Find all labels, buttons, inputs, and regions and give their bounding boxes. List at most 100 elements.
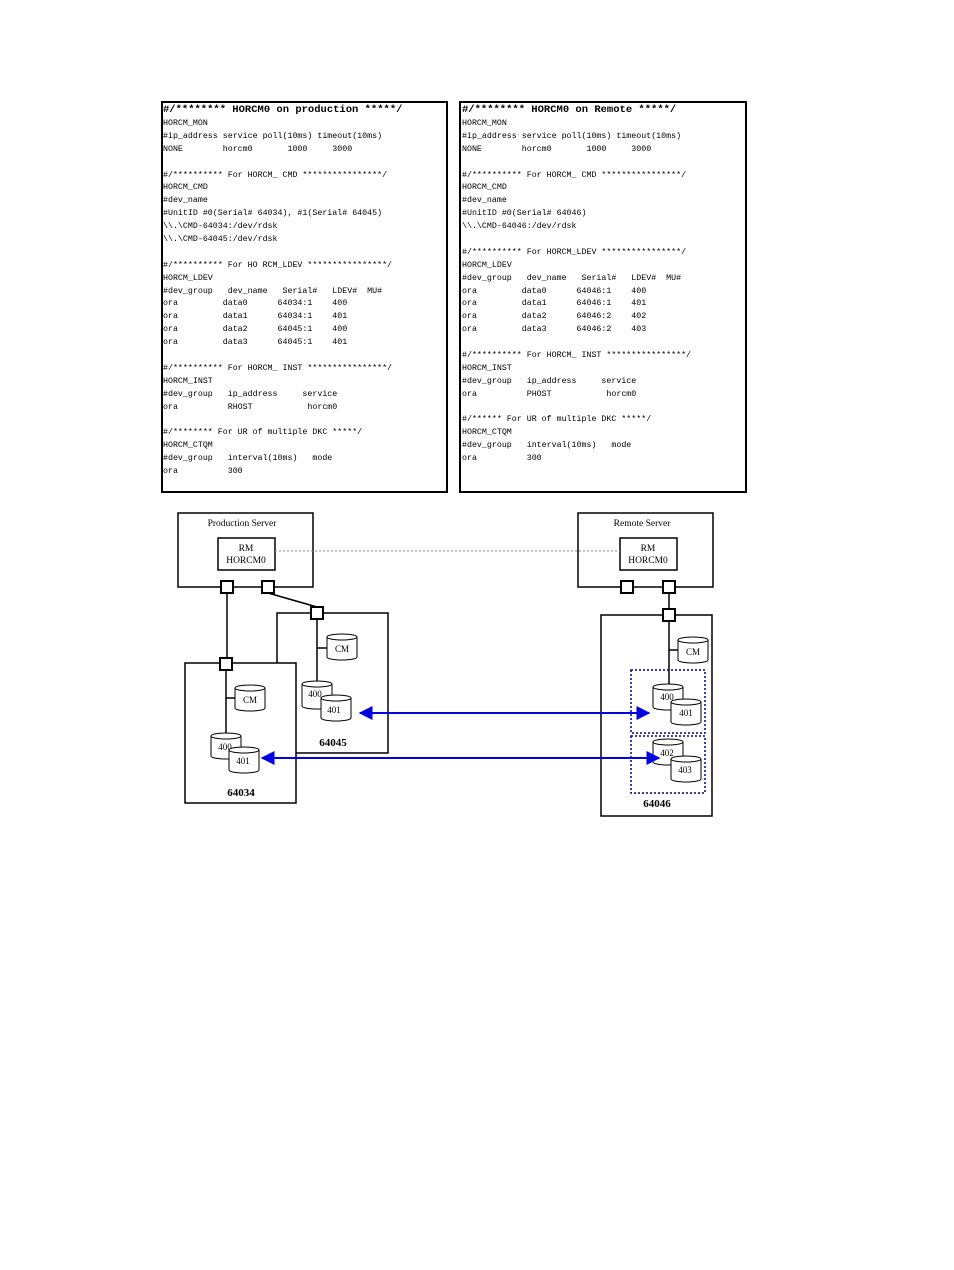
production-config-line: HORCM_CTQM — [163, 441, 213, 451]
storage-64046-cm-label: CM — [686, 647, 700, 657]
remote-config-line: #/********** For HORCM_ CMD ************… — [462, 170, 687, 180]
storage-64046-disk-402-label: 402 — [660, 748, 674, 758]
remote-config-line: HORCM_CTQM — [462, 428, 512, 438]
storage-64046-cm-icon — [677, 636, 709, 664]
remote-rm-box — [619, 537, 678, 571]
production-config-line: HORCM_CMD — [163, 183, 208, 193]
production-config-line: ora data0 64034:1 400 — [163, 299, 348, 309]
production-rm-box — [217, 537, 276, 571]
production-config-line: #/********** For HORCM_ CMD ************… — [163, 170, 388, 180]
config-panel-production — [161, 101, 448, 493]
production-port-2 — [261, 580, 275, 594]
storage-64046-serial: 64046 — [643, 798, 671, 810]
production-server-title: Production Server — [208, 519, 278, 529]
remote-config-line — [462, 157, 691, 170]
production-config-line: #/******** For UR of multiple DKC *****/ — [163, 428, 363, 438]
storage-64034-disk-401-icon — [228, 746, 260, 774]
remote-config-line: #dev_group dev_name Serial# LDEV# MU# — [462, 273, 682, 283]
storage-64045-disk-401-icon — [320, 694, 352, 722]
storage-64046-disk-401-icon — [670, 698, 702, 726]
production-config-line — [163, 414, 402, 427]
production-config-line: #dev_group dev_name Serial# LDEV# MU# — [163, 286, 383, 296]
production-config-line — [163, 350, 402, 363]
remote-config-line: HORCM_INST — [462, 363, 512, 373]
production-config-line: ora data2 64045:1 400 — [163, 325, 348, 335]
storage-64034-cm-icon — [234, 684, 266, 712]
production-config-line: #UnitID #0(Serial# 64034), #1(Serial# 64… — [163, 209, 383, 219]
storage-64034-disk-400-label: 400 — [218, 742, 232, 752]
remote-config-line: NONE horcm0 1000 3000 — [462, 144, 652, 154]
storage-64045-disk-400-label: 400 — [308, 689, 322, 699]
storage-64046-port — [662, 608, 676, 622]
production-config-line: #/******** HORCM0 on production *****/ — [163, 104, 403, 116]
remote-config-line: #ip_address service poll(10ms) timeout(1… — [462, 131, 682, 141]
remote-config-line: #dev_group interval(10ms) mode — [462, 441, 632, 451]
remote-config-line: ora data2 64046:2 402 — [462, 312, 647, 322]
remote-config-line: \\.\CMD-64046:/dev/rdsk — [462, 222, 577, 232]
cable-prod-to-64045 — [267, 592, 318, 608]
production-config-line: #/********** For HO RCM_LDEV ***********… — [163, 260, 393, 270]
remote-config-line: #/******** HORCM0 on Remote *****/ — [462, 104, 677, 116]
storage-64045-port — [310, 606, 324, 620]
remote-config-line: #/********** For HORCM_LDEV ************… — [462, 247, 687, 257]
production-config-line: HORCM_LDEV — [163, 273, 213, 283]
production-port-1 — [220, 580, 234, 594]
remote-config-line: #/****** For UR of multiple DKC *****/ — [462, 415, 652, 425]
production-config-line: ora data3 64045:1 401 — [163, 338, 348, 348]
production-rm-label: RM — [239, 544, 254, 554]
remote-config-line: #dev_name — [462, 196, 507, 206]
remote-config-line: ora data0 64046:1 400 — [462, 286, 647, 296]
remote-config-text: #/******** HORCM0 on Remote *****/ HORCM_… — [462, 103, 691, 466]
config-panel-remote — [459, 101, 747, 493]
storage-64034-port — [219, 657, 233, 671]
remote-port-1 — [620, 580, 634, 594]
remote-port-2 — [662, 580, 676, 594]
production-config-line: ora 300 — [163, 467, 243, 477]
remote-config-line: ora data1 64046:1 401 — [462, 299, 647, 309]
production-config-line: #dev_name — [163, 196, 208, 206]
storage-64046-disk-403-icon — [670, 755, 702, 783]
production-config-line: ora RHOST horcm0 — [163, 402, 338, 412]
remote-config-line: ora data3 64046:2 403 — [462, 325, 647, 335]
remote-server-title: Remote Server — [614, 519, 672, 529]
production-config-text: #/******** HORCM0 on production *****/ HO… — [163, 103, 402, 479]
production-config-line: #ip_address service poll(10ms) timeout(1… — [163, 131, 383, 141]
storage-64045-cm-label: CM — [335, 644, 349, 654]
production-server: Production Server RM HORCM0 — [177, 512, 314, 594]
production-horcm-label: HORCM0 — [226, 556, 266, 566]
remote-horcm-label: HORCM0 — [628, 556, 668, 566]
remote-config-line: ora 300 — [462, 454, 542, 464]
remote-rm-label: RM — [641, 544, 656, 554]
production-config-line: #dev_group interval(10ms) mode — [163, 454, 333, 464]
remote-config-line: ora PHOST horcm0 — [462, 389, 637, 399]
production-config-line: HORCM_INST — [163, 376, 213, 386]
storage-64045-cm-icon — [326, 633, 358, 661]
production-config-line: #dev_group ip_address service — [163, 389, 338, 399]
storage-64046-disk-400-label: 400 — [660, 692, 674, 702]
storage-64045-serial: 64045 — [319, 737, 347, 749]
remote-config-line: #UnitID #0(Serial# 64046) — [462, 209, 587, 219]
remote-config-line — [462, 234, 691, 247]
production-config-line: #/********** For HORCM_ INST ***********… — [163, 363, 393, 373]
storage-64034-disk-401-label: 401 — [236, 756, 250, 766]
remote-config-line: #/********** For HORCM_ INST ***********… — [462, 351, 692, 361]
production-config-line — [163, 157, 402, 170]
journal-group-1 — [630, 669, 706, 734]
storage-64046-disk-403-label: 403 — [678, 765, 692, 775]
storage-64034: CM 400 401 64034 — [184, 657, 297, 804]
production-config-line: HORCM_MON — [163, 119, 208, 128]
remote-server: Remote Server RM HORCM0 — [577, 512, 714, 594]
storage-64045-disk-401-label: 401 — [327, 705, 341, 715]
storage-64034-serial: 64034 — [227, 787, 255, 799]
topology-diagram: Production Server RM HORCM0 Remote Serve… — [177, 512, 714, 817]
production-config-line: \\.\CMD-64034:/dev/rdsk — [163, 222, 278, 232]
production-config-line: \\.\CMD-64045:/dev/rdsk — [163, 235, 278, 245]
storage-64034-cm-label: CM — [243, 695, 257, 705]
remote-config-line — [462, 337, 691, 350]
remote-config-line: HORCM_LDEV — [462, 260, 512, 270]
remote-config-line: HORCM_MON — [462, 119, 507, 128]
production-config-line: NONE horcm0 1000 3000 — [163, 144, 353, 154]
production-config-line: ora data1 64034:1 401 — [163, 312, 348, 322]
remote-config-line: HORCM_CMD — [462, 183, 507, 193]
storage-64046-disk-401-label: 401 — [679, 708, 693, 718]
